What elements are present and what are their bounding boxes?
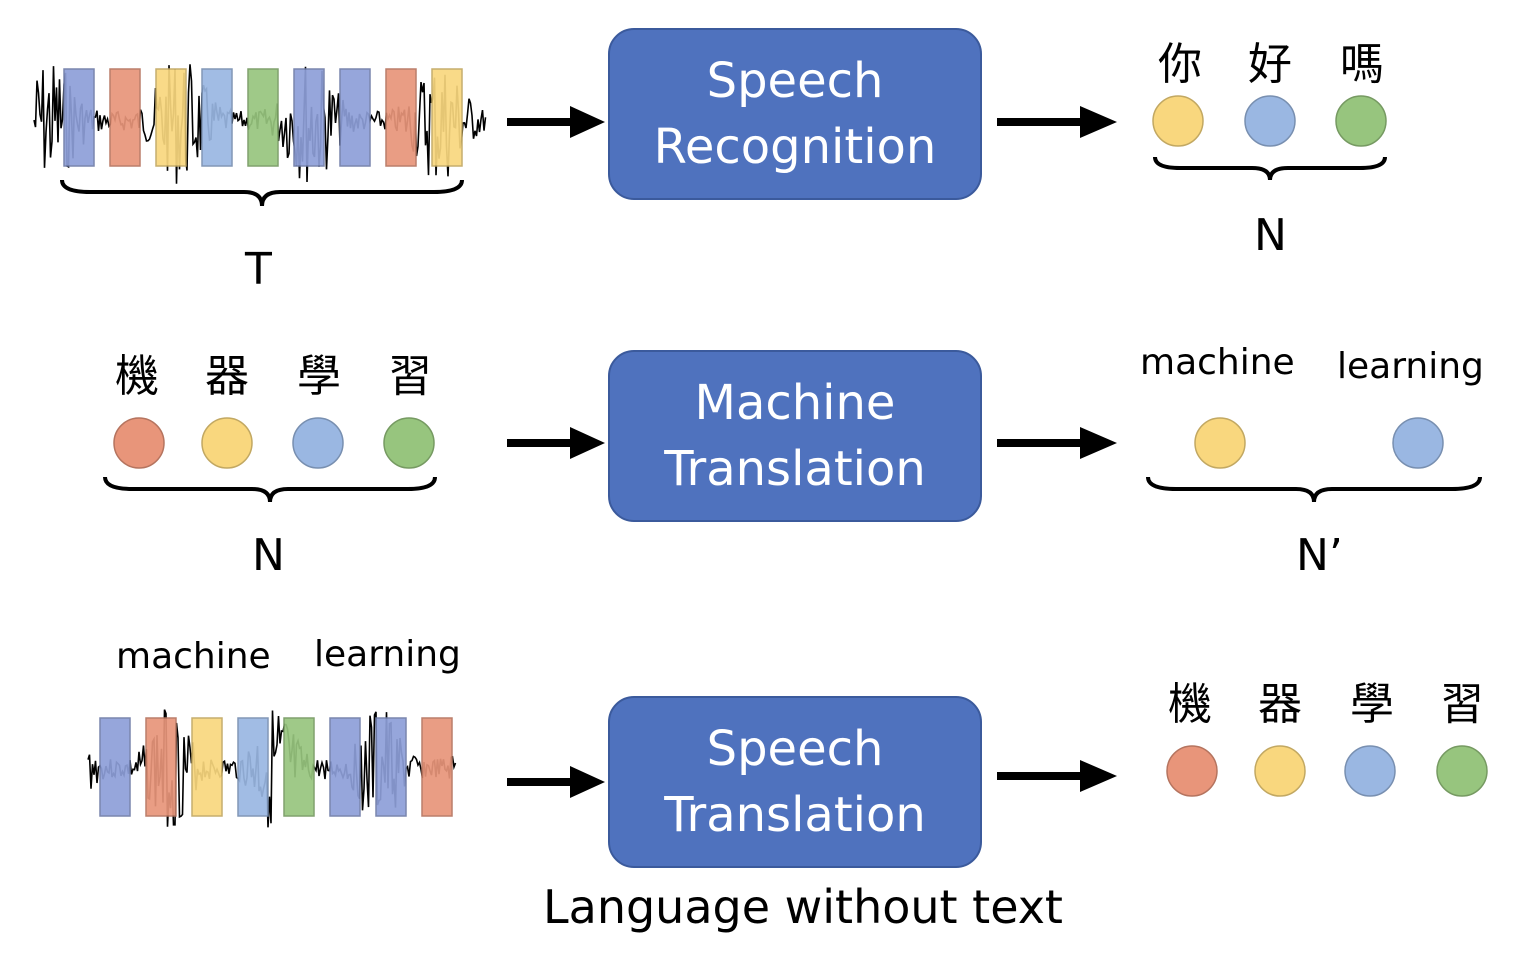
speech-frame-bar — [283, 717, 315, 817]
token-circle — [1152, 95, 1204, 147]
token-label: 習 — [1440, 679, 1484, 730]
speech-frame-bar — [63, 68, 95, 167]
box-line1: Machine — [694, 375, 896, 431]
speech-frame-bar — [247, 68, 279, 167]
arrow-row3-left — [507, 766, 605, 798]
token-label: learning — [1337, 346, 1484, 387]
speech-frame-bar — [431, 68, 463, 167]
speech-frame-bar — [155, 68, 187, 167]
token-circle — [1244, 95, 1296, 147]
speech-word-label: machine — [116, 636, 271, 677]
token-label: 嗎 — [1340, 39, 1384, 90]
speech-frame-bar — [109, 68, 141, 167]
token-circle — [1392, 417, 1444, 469]
token-circle — [201, 417, 253, 469]
brace-row1-output — [1153, 156, 1387, 181]
token-circle — [1194, 417, 1246, 469]
token-circle — [1166, 745, 1218, 797]
speech-frame-bar — [237, 717, 269, 817]
token-circle — [1335, 95, 1387, 147]
speech-frame-bar — [385, 68, 417, 167]
brace-label-t: T — [245, 244, 272, 295]
arrow-row2-right — [997, 427, 1117, 459]
token-label: 器 — [1258, 679, 1302, 730]
token-label: 機 — [1168, 679, 1212, 730]
arrow-row2-left — [507, 427, 605, 459]
speech-frame-bar — [201, 68, 233, 167]
token-label: 學 — [1350, 679, 1394, 730]
speech-translation-box: Speech Translation — [608, 696, 982, 868]
machine-translation-box: Machine Translation — [608, 350, 982, 522]
token-circle — [383, 417, 435, 469]
arrow-row1-right — [997, 106, 1117, 138]
box-line2: Translation — [664, 787, 926, 843]
token-circle — [1344, 745, 1396, 797]
speech-frame-bar — [191, 717, 223, 817]
brace-row2-output — [1146, 476, 1482, 503]
speech-frame-bar — [293, 68, 325, 167]
token-label: 習 — [388, 351, 432, 402]
speech-frame-bar — [421, 717, 453, 817]
speech-frame-bar — [375, 717, 407, 817]
token-circle — [113, 417, 165, 469]
speech-frame-bar — [99, 717, 131, 817]
token-circle — [292, 417, 344, 469]
token-label: machine — [1140, 342, 1295, 383]
token-circle — [1254, 745, 1306, 797]
waveform-row1 — [33, 64, 487, 184]
token-circle — [1436, 745, 1488, 797]
brace-label-n-prime: N’ — [1296, 530, 1343, 581]
speech-frame-bar — [145, 717, 177, 817]
brace-label-n: N — [252, 530, 285, 581]
box-line1: Speech — [706, 721, 884, 777]
token-label: 學 — [297, 351, 341, 402]
arrow-row3-right — [997, 760, 1117, 792]
token-label: 你 — [1158, 39, 1202, 90]
token-label: 器 — [205, 351, 249, 402]
waveform-row3 — [87, 709, 457, 828]
token-circles — [113, 95, 1488, 797]
arrow-row1-left — [507, 106, 605, 138]
brace-row1-input — [60, 179, 464, 207]
brace-label-n: N — [1254, 210, 1287, 261]
speech-word-label: learning — [314, 634, 461, 675]
brace-row2-input — [103, 476, 437, 503]
box-line1: Speech — [706, 53, 884, 109]
token-label: 機 — [115, 351, 159, 402]
token-label: 好 — [1248, 39, 1292, 90]
caption: Language without text — [543, 880, 1063, 934]
speech-recognition-box: Speech Recognition — [608, 28, 982, 200]
box-line2: Translation — [664, 441, 926, 497]
speech-frame-bar — [339, 68, 371, 167]
box-line2: Recognition — [653, 119, 937, 175]
speech-frame-bar — [329, 717, 361, 817]
